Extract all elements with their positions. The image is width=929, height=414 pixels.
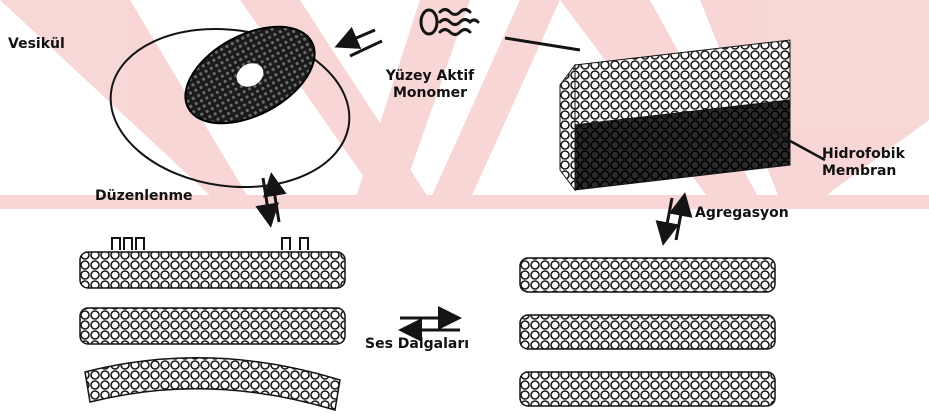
sound-waves-label: Ses Dalgaları — [365, 336, 469, 353]
membrane-label-line2: Membran — [822, 163, 905, 180]
monomer-label: Yüzey Aktif Monomer — [375, 68, 485, 102]
arrangement-label: Düzenlenme — [95, 188, 193, 205]
monomer-label-line1: Yüzey Aktif — [375, 68, 485, 85]
bilayer-strips-left — [80, 238, 345, 410]
monomer-heads-left — [112, 238, 308, 250]
arrow-to-vesicle — [340, 30, 382, 56]
aggregation-label: Agregasyon — [695, 205, 789, 222]
membrane-label: Hidrofobik Membran — [822, 146, 905, 180]
membrane-label-line1: Hidrofobik — [822, 146, 905, 163]
bilayer-strips-right — [520, 258, 775, 406]
monomer-label-line2: Monomer — [375, 85, 485, 102]
vesicle-label: Vesikül — [8, 36, 65, 53]
equilibrium-arrows-sound — [400, 318, 460, 330]
